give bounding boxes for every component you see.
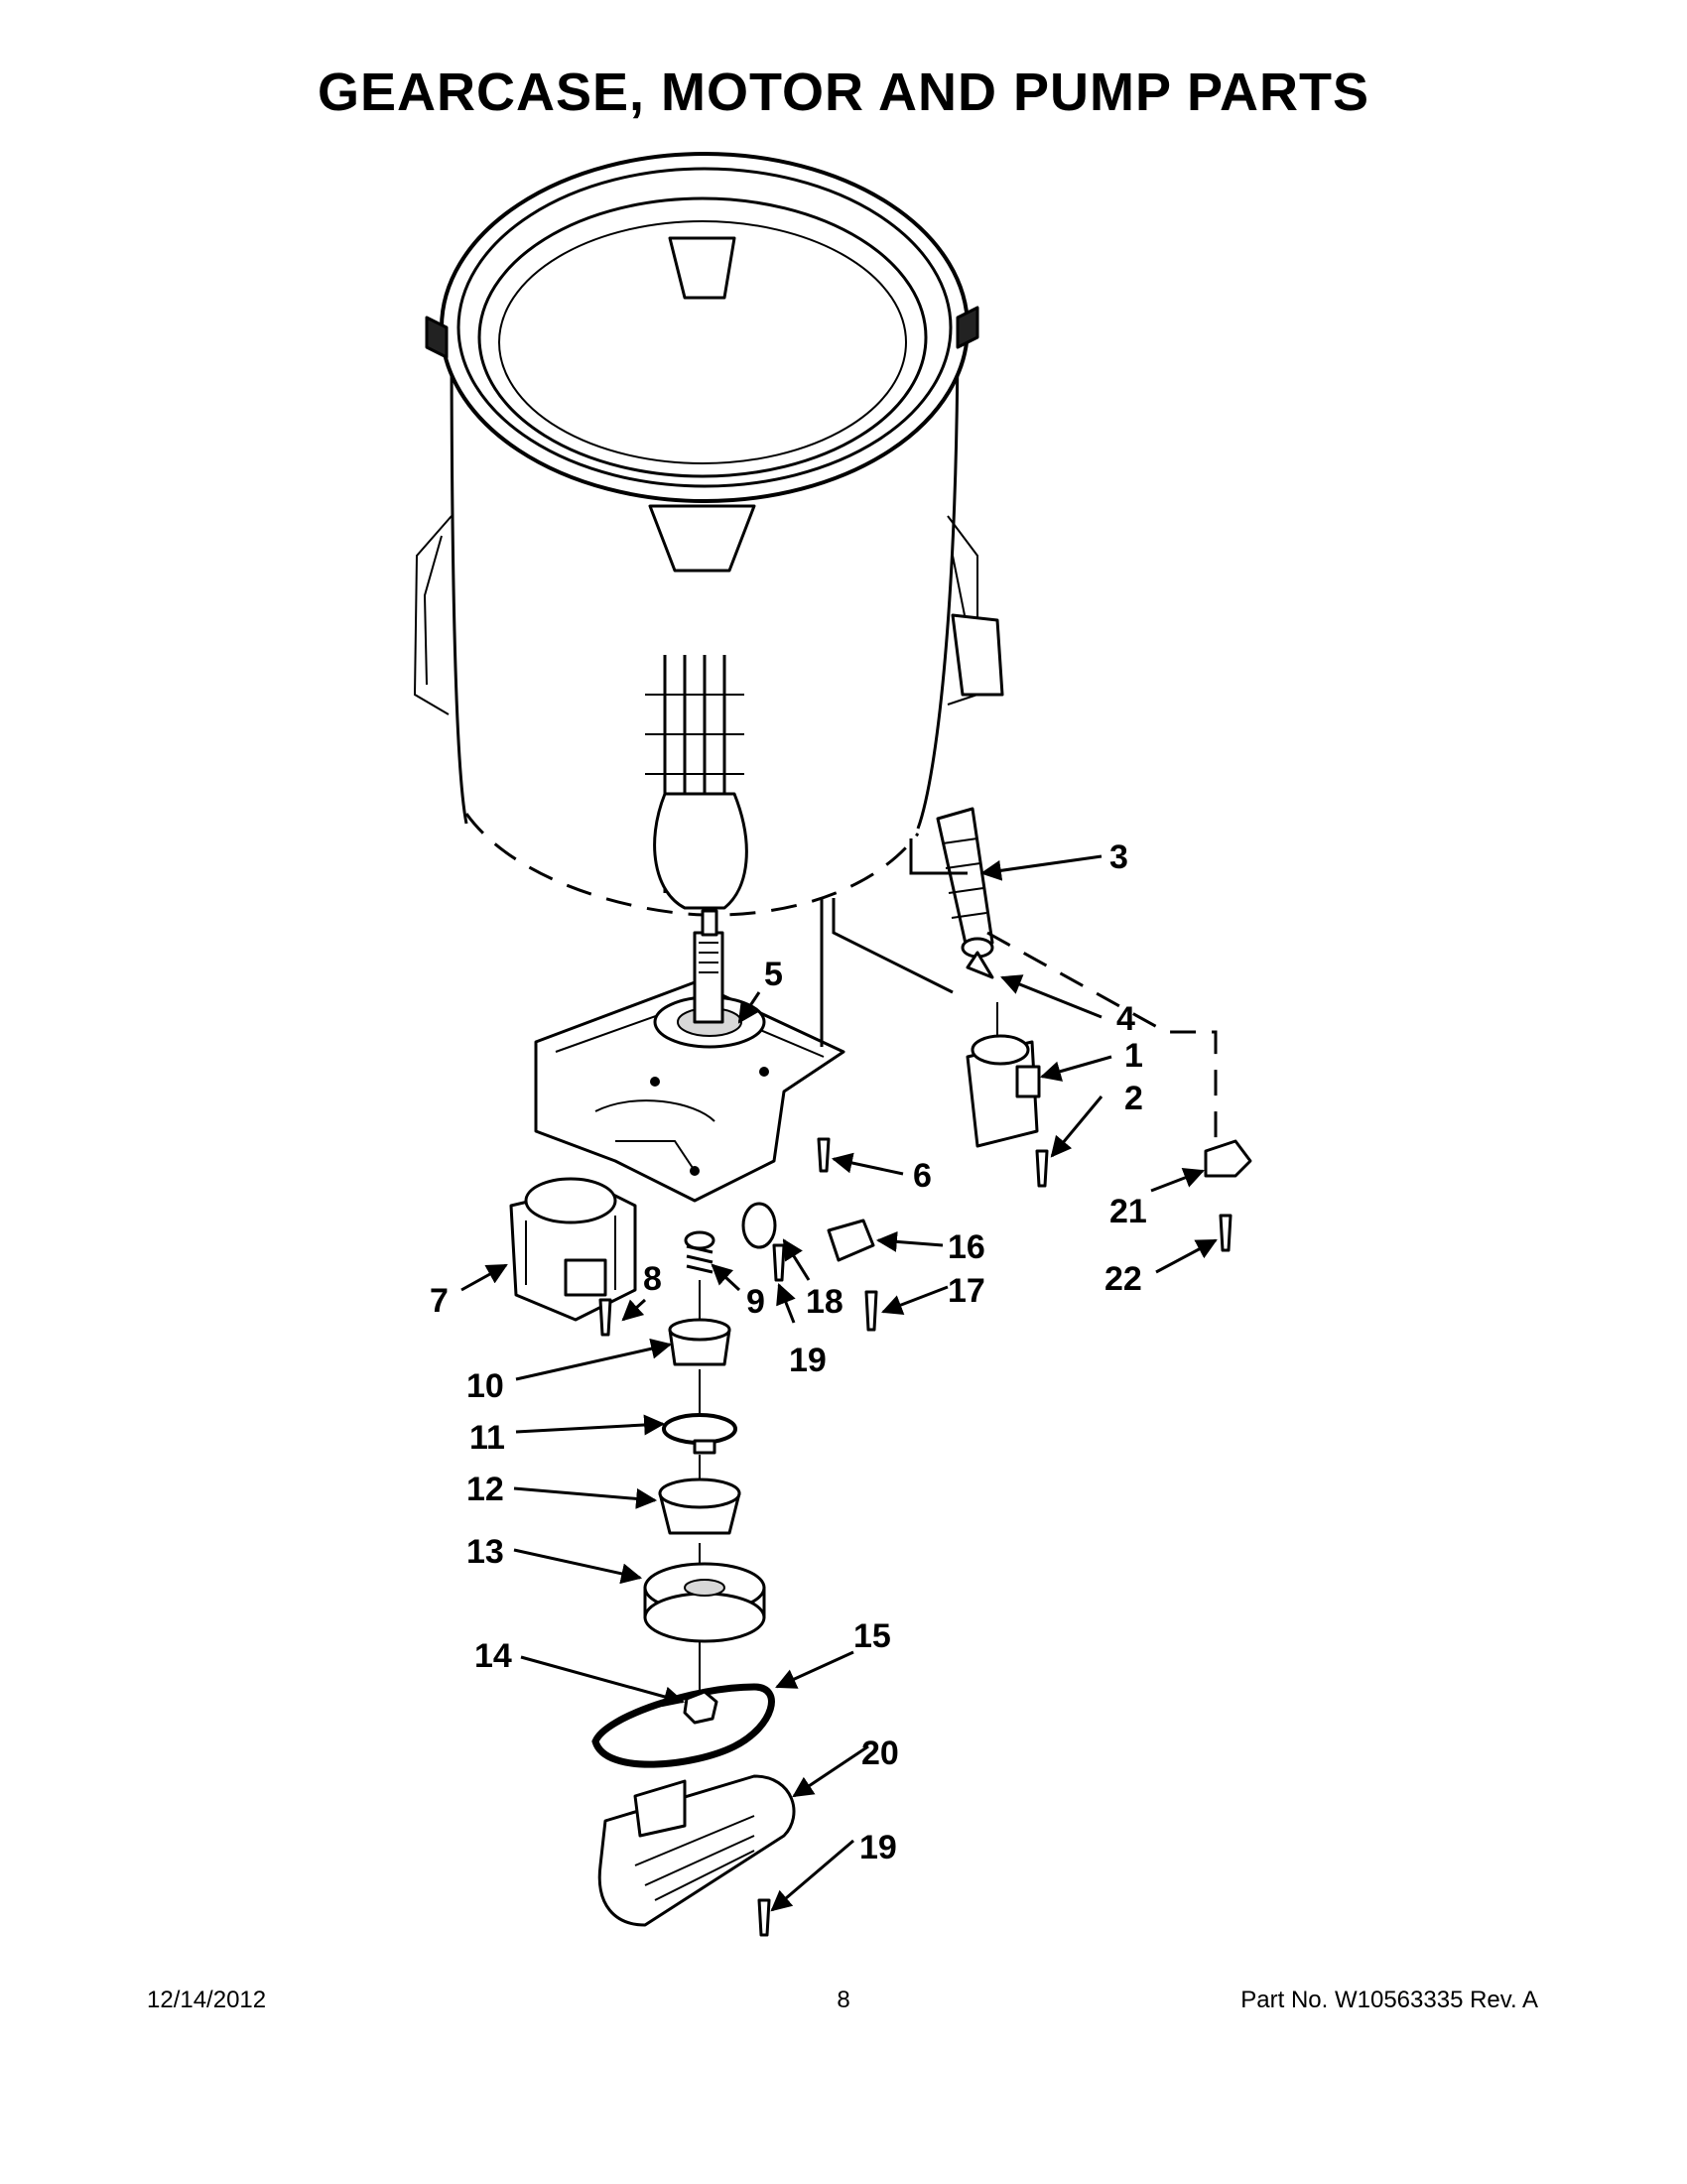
callout-20: 20 [861,1734,899,1772]
callout-6: 6 [913,1157,932,1195]
callout-7: 7 [430,1282,449,1320]
page-title: GEARCASE, MOTOR AND PUMP PARTS [317,63,1370,122]
clutch-stack [591,1230,775,1768]
drain-pump-and-hose [936,807,1041,1148]
screws [598,1137,1233,1937]
leveling-foot [1204,1139,1252,1178]
footer-page-number: 8 [837,1987,850,2013]
gearcase-drive-plate [534,909,845,1203]
callout-2: 2 [1124,1080,1143,1117]
callout-19-lower: 19 [859,1829,897,1866]
hose-to-foot-line [986,931,1218,1141]
callout-10: 10 [466,1367,504,1405]
callout-8: 8 [643,1260,662,1298]
callout-18: 18 [806,1283,844,1321]
callout-14: 14 [474,1637,512,1675]
belt-shield [597,1774,796,1927]
callout-numbers: 3 4 1 2 5 6 7 8 9 10 11 12 13 14 15 16 1… [430,838,1147,1866]
callout-1: 1 [1124,1037,1143,1075]
callout-11: 11 [469,1419,505,1457]
callout-13: 13 [466,1533,504,1571]
callout-17: 17 [948,1272,985,1310]
footer-part-number: Part No. W10563335 Rev. A [1240,1987,1538,2013]
drive-motor [509,1177,637,1322]
terminal-block [827,1219,875,1262]
callout-21: 21 [1109,1193,1147,1230]
callout-22: 22 [1104,1260,1142,1298]
callout-15: 15 [853,1617,891,1655]
tub-assembly [413,152,1004,917]
callout-5: 5 [764,956,783,993]
callout-3: 3 [1109,838,1128,876]
callout-12: 12 [466,1471,504,1508]
footer-date: 12/14/2012 [147,1987,267,2013]
callout-4: 4 [1116,1000,1135,1038]
callout-9: 9 [746,1283,765,1321]
assembly-line-a [820,838,968,1047]
leader-lines [460,854,1218,1912]
callout-19-upper: 19 [789,1342,827,1379]
callout-16: 16 [948,1228,985,1266]
capacitor [741,1202,777,1249]
